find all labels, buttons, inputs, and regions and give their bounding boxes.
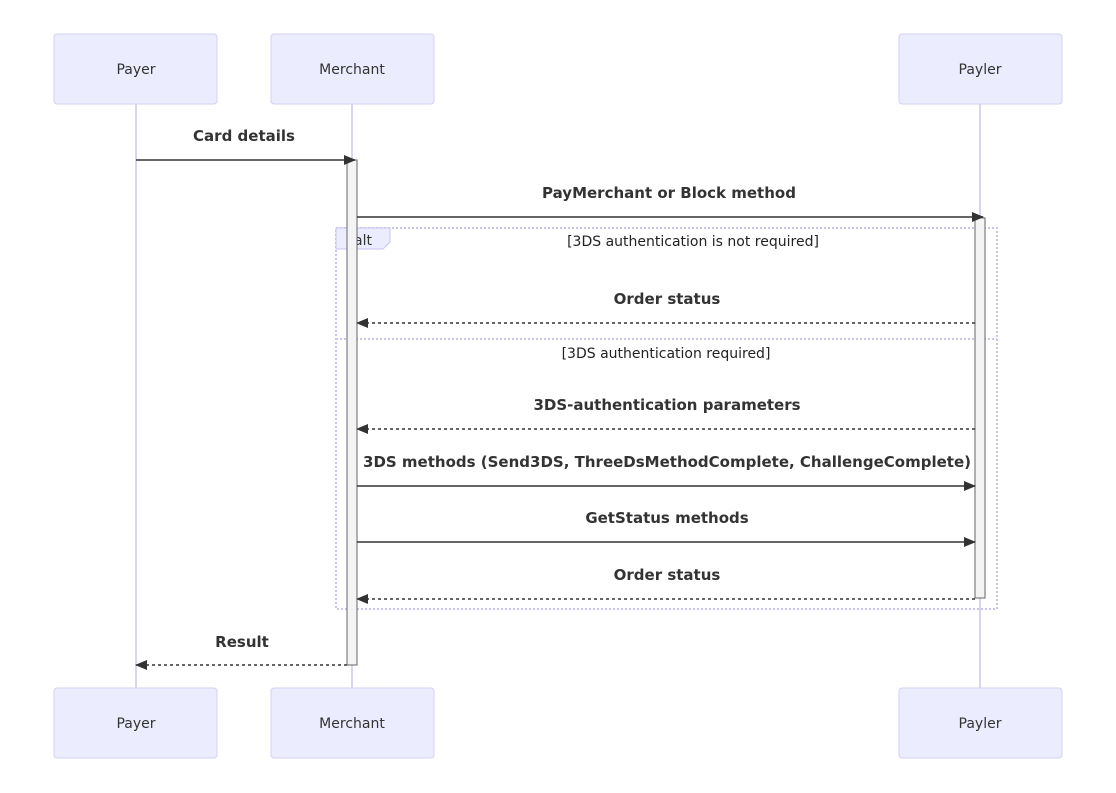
alt-label: alt [354,233,372,249]
actor-box [53,687,218,759]
activation-payler [974,217,986,599]
actor-payer-bottom: Payer [53,687,218,759]
alt-condition-not-required: [3DS authentication is not required] [567,234,819,250]
actor-payler-top: Payler [898,33,1063,105]
alt-frame [335,227,998,610]
actor-label: Payler [959,62,1002,78]
actor-payler-bottom: Payler [898,687,1063,759]
actor-box [53,33,218,105]
message-label: Card details [193,127,295,145]
message-label: 3DS-authentication parameters [533,396,800,414]
message-label: 3DS methods (Send3DS, ThreeDsMethodCompl… [363,453,971,471]
message-3ds-methods: 3DS methods (Send3DS, ThreeDsMethodCompl… [357,453,976,491]
actor-label: Payer [116,716,155,732]
message-order-status-1: Order status [356,290,975,328]
actor-box [898,33,1063,105]
message-label: Order status [614,290,721,308]
message-order-status-2: Order status [356,566,975,604]
message-3ds-params: 3DS-authentication parameters [356,396,975,434]
actor-payer-top: Payer [53,33,218,105]
actor-box [898,687,1063,759]
actor-box [270,687,435,759]
activation-merchant [346,159,358,666]
actor-merchant-top: Merchant [270,33,435,105]
message-card-details: Card details [136,127,356,165]
actor-label: Payler [959,716,1002,732]
alt-block: alt [3DS authentication is not required]… [335,227,998,610]
alt-condition-required: [3DS authentication required] [562,346,771,362]
message-label: GetStatus methods [585,509,748,527]
actor-merchant-bottom: Merchant [270,687,435,759]
message-label: Order status [614,566,721,584]
actor-label: Merchant [319,62,385,78]
message-paymerchant-block: PayMerchant or Block method [357,184,984,222]
message-result: Result [135,633,347,670]
actor-box [270,33,435,105]
message-getstatus: GetStatus methods [357,509,976,547]
actor-label: Payer [116,62,155,78]
actor-label: Merchant [319,716,385,732]
message-label: Result [215,633,269,651]
message-label: PayMerchant or Block method [542,184,796,202]
